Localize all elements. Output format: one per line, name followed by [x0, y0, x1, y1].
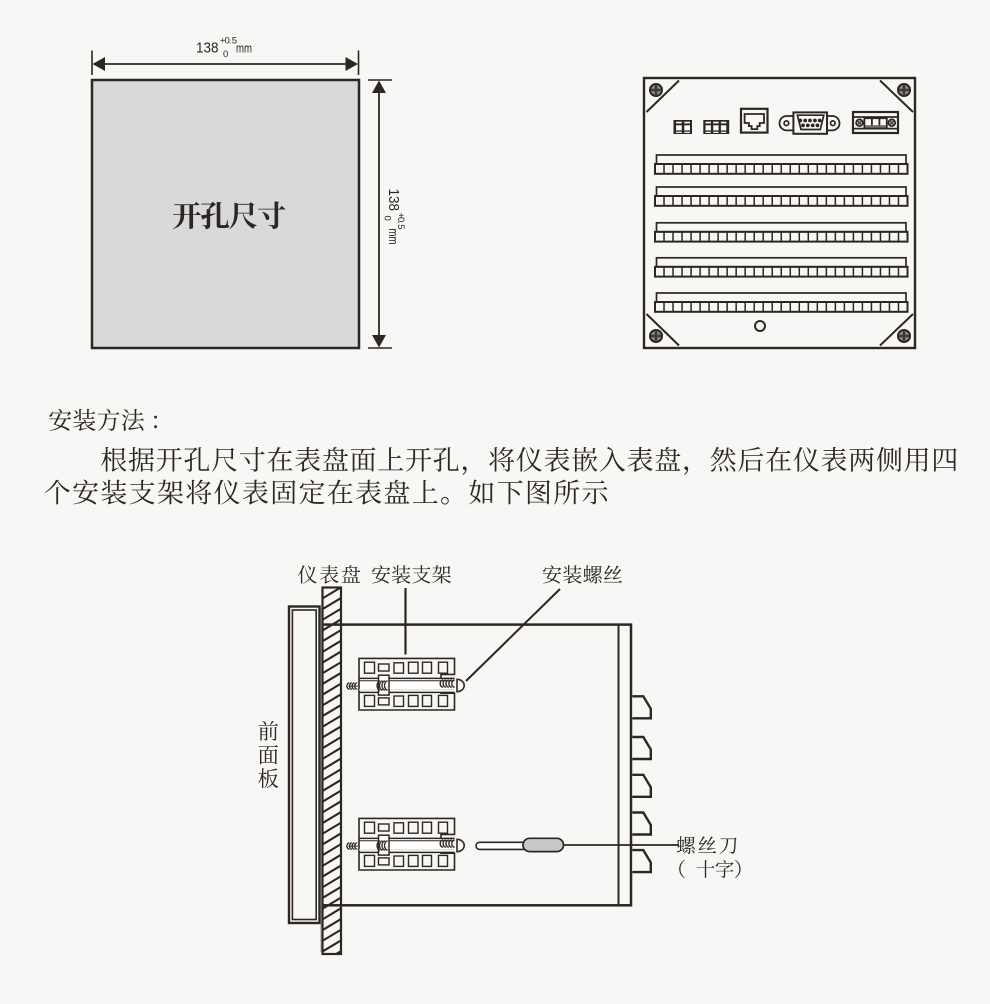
- svg-text:0: 0: [223, 49, 228, 60]
- svg-text:+0. 5: +0. 5: [220, 36, 237, 47]
- svg-text:mm: mm: [386, 229, 401, 245]
- svg-text:+0. 5: +0. 5: [395, 213, 406, 230]
- svg-text:138: 138: [385, 189, 402, 212]
- svg-text:138: 138: [196, 40, 219, 57]
- svg-text:mm: mm: [236, 41, 252, 56]
- svg-text:0: 0: [382, 216, 393, 221]
